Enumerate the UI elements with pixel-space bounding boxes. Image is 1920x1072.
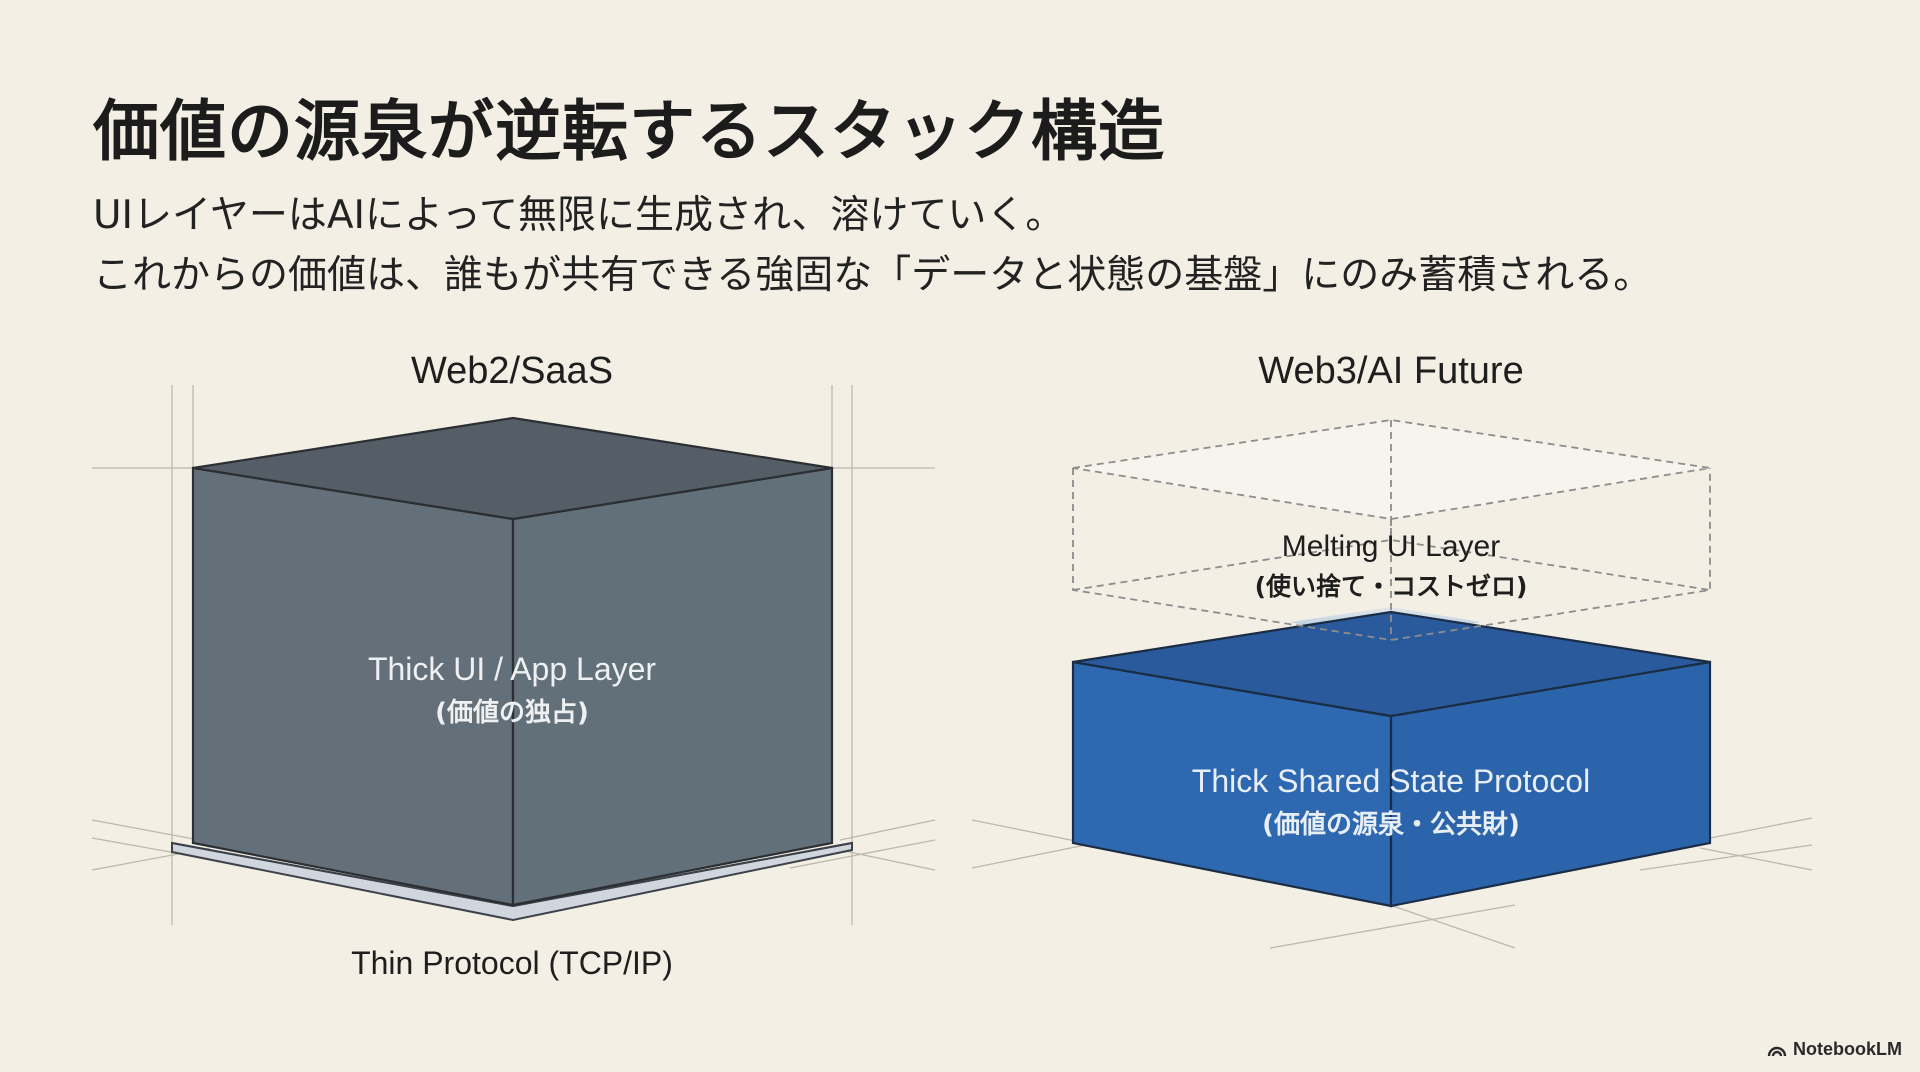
thick-ui-cube	[191, 416, 834, 907]
melting-ui-label: Melting UI Layer	[1282, 530, 1500, 563]
thin-protocol-label: Thin Protocol (TCP/IP)	[351, 945, 673, 981]
subtitle-line-2: これからの価値は、誰もが共有できる強固な「データと状態の基盤」にのみ蓄積される。	[93, 253, 1653, 298]
subtitle-line-1: UIレイヤーはAIによって無限に生成され、溶けていく。	[93, 193, 1065, 238]
shared-state-sublabel: (価値の源泉・公共財)	[1262, 809, 1520, 840]
web2-diagram: Web2/SaaS Thick UI / App Layer (価値の独占) T…	[91, 350, 936, 981]
notebooklm-label: NotebookLM	[1793, 1039, 1902, 1059]
notebooklm-logo-icon	[1767, 1043, 1787, 1057]
thick-ui-sublabel: (価値の独占)	[435, 698, 589, 728]
melting-ui-layer	[1072, 419, 1711, 641]
slide-title: 価値の源泉が逆転するスタック構造	[93, 93, 1165, 170]
web2-heading: Web2/SaaS	[411, 350, 613, 392]
web3-diagram: Web3/AI Future Melting UI Layer (使い捨て・コス…	[971, 350, 1813, 949]
shared-state-label: Thick Shared State Protocol	[1192, 763, 1590, 799]
shared-state-block	[1071, 610, 1712, 908]
melting-ui-sublabel: (使い捨て・コストゼロ)	[1255, 572, 1528, 601]
web3-heading: Web3/AI Future	[1258, 350, 1523, 392]
notebooklm-brand: NotebookLM	[1767, 1039, 1902, 1060]
thick-ui-label: Thick UI / App Layer	[368, 651, 656, 687]
